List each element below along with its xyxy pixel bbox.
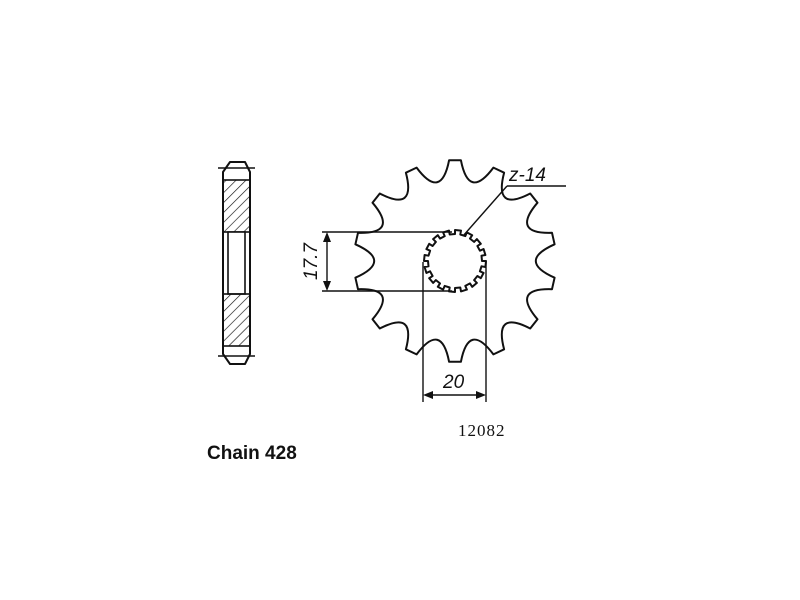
height-dimension: 17.7 — [301, 231, 452, 292]
height-dim-arrow-top — [323, 232, 331, 242]
height-dim-value: 17.7 — [301, 242, 322, 280]
side-view-lower-hatch — [222, 293, 251, 347]
width-dim-arrow-left — [423, 391, 433, 399]
side-view-upper-hatch — [222, 179, 251, 233]
hub-spline-bore — [423, 229, 487, 293]
width-dim-arrow-right — [476, 391, 486, 399]
teeth-leader-line — [462, 185, 508, 237]
teeth-count-callout: z-14 — [462, 165, 566, 237]
sprocket-front-view — [354, 159, 556, 363]
width-dimension: 20 — [422, 262, 487, 402]
width-dim-value: 20 — [442, 372, 465, 393]
part-number: 12082 — [458, 421, 506, 440]
sprocket-outline — [354, 159, 556, 363]
side-view-bore — [227, 231, 246, 295]
chain-size-label: Chain 428 — [207, 443, 297, 464]
sprocket-side-view — [218, 161, 255, 365]
teeth-count-label: z-14 — [508, 165, 546, 186]
height-dim-arrow-bottom — [323, 281, 331, 291]
